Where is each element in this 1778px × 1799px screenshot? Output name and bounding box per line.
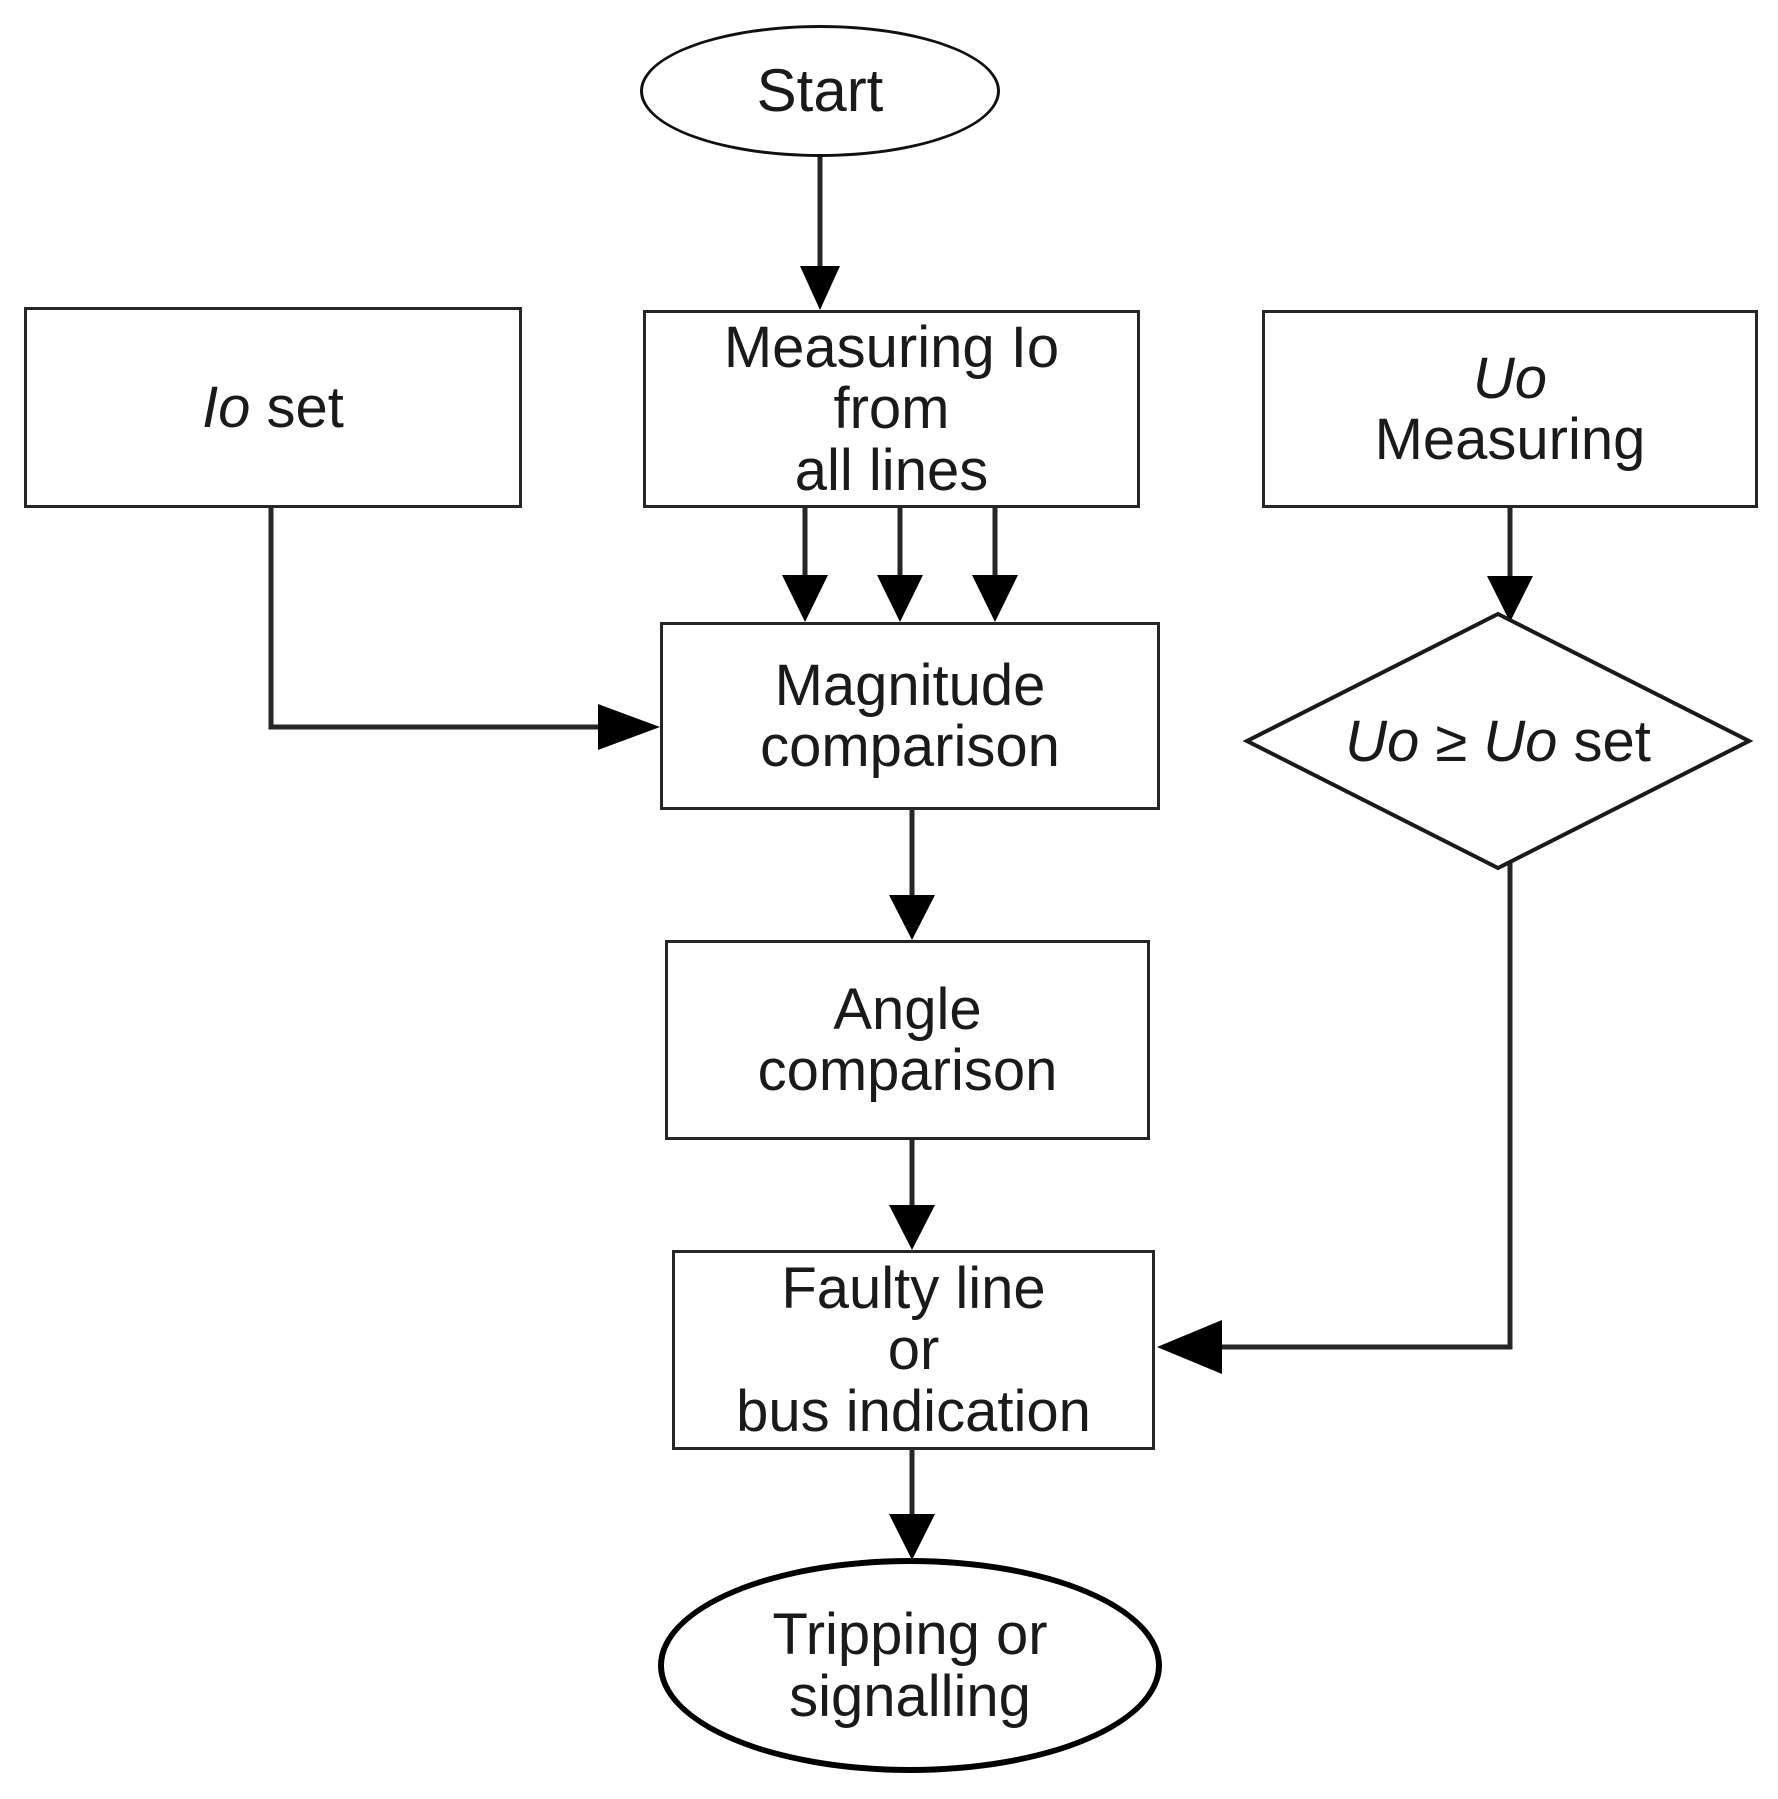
- node-magnitude-comparison[interactable]: Magnitude comparison: [660, 622, 1160, 810]
- node-io-set-label-roman: set: [250, 374, 344, 440]
- node-uo-measuring-label-italic: Uo: [1472, 345, 1548, 411]
- node-uo-decision-label-part1: Uo: [1345, 708, 1420, 774]
- edge-io-set-to-magnitude: [268, 508, 660, 750]
- node-tripping[interactable]: Tripping or signalling: [658, 1558, 1162, 1773]
- edge-measuring-io-to-magnitude-2: [877, 508, 923, 622]
- edge-angle-to-faulty-line: [889, 1140, 935, 1250]
- node-uo-decision-label-part2: Uo: [1483, 708, 1558, 774]
- node-angle-comparison[interactable]: Angle comparison: [665, 940, 1150, 1140]
- node-start-label: Start: [756, 57, 884, 125]
- edge-uo-measuring-to-decision: [1487, 508, 1533, 622]
- node-uo-decision-label: Uo ≥ Uo set: [1345, 708, 1651, 775]
- edge-start-to-measuring-io: [800, 156, 840, 310]
- node-io-set-label: Io set: [27, 377, 519, 438]
- node-io-set-label-italic: Io: [202, 374, 251, 440]
- node-uo-measuring-label-roman: Measuring: [1374, 407, 1646, 472]
- node-uo-decision-label-part3: set: [1557, 708, 1651, 774]
- node-faulty-line[interactable]: Faulty line or bus indication: [672, 1250, 1155, 1450]
- edge-magnitude-to-angle: [889, 810, 935, 940]
- edge-measuring-io-to-magnitude-1: [782, 508, 828, 622]
- node-magnitude-comparison-label: Magnitude comparison: [760, 652, 1060, 779]
- node-uo-decision[interactable]: Uo ≥ Uo set: [1243, 610, 1753, 872]
- edge-faulty-line-to-tripping: [889, 1450, 935, 1560]
- node-faulty-line-label: Faulty line or bus indication: [736, 1255, 1091, 1444]
- edge-measuring-io-to-magnitude-3: [972, 508, 1018, 622]
- node-angle-comparison-label: Angle comparison: [757, 976, 1058, 1103]
- uo-decision-diamond-shape: [1243, 611, 1753, 871]
- edge-decision-to-faulty-line: [1157, 860, 1513, 1374]
- node-measuring-io-label: Measuring Io from all lines: [723, 314, 1060, 503]
- node-measuring-io[interactable]: Measuring Io from all lines: [643, 310, 1140, 508]
- node-tripping-label: Tripping or signalling: [772, 1602, 1048, 1729]
- node-start[interactable]: Start: [640, 25, 1000, 157]
- node-uo-decision-label-op: ≥: [1419, 708, 1484, 774]
- node-io-set[interactable]: Io set: [24, 307, 522, 508]
